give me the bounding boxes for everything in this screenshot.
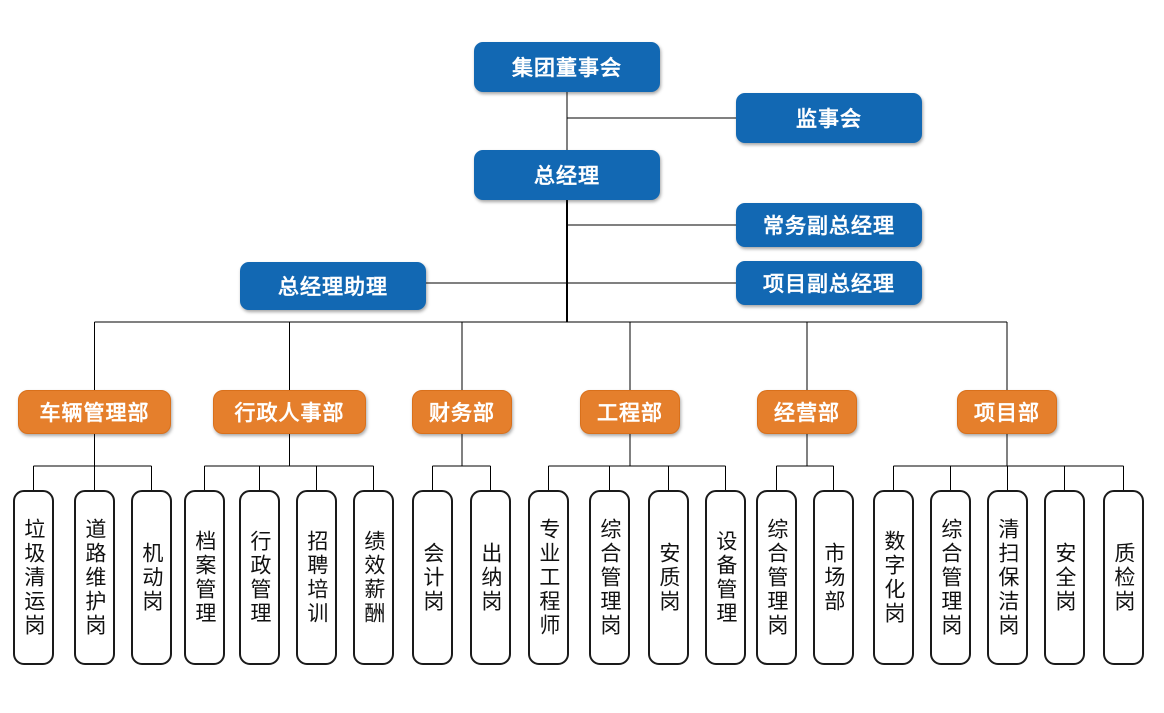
position-node[interactable]: 会计岗 — [412, 490, 453, 665]
exec-node-board[interactable]: 集团董事会 — [474, 42, 660, 92]
department-node-engineering[interactable]: 工程部 — [580, 390, 680, 434]
exec-node-exec_vice_mgr[interactable]: 常务副总经理 — [736, 203, 922, 247]
position-node[interactable]: 机动岗 — [131, 490, 172, 665]
position-node[interactable]: 综合管理岗 — [756, 490, 797, 665]
position-node[interactable]: 档案管理 — [184, 490, 225, 665]
exec-node-general_mgr[interactable]: 总经理 — [474, 150, 660, 200]
position-node[interactable]: 行政管理 — [239, 490, 280, 665]
department-node-finance[interactable]: 财务部 — [412, 390, 512, 434]
position-node[interactable]: 安质岗 — [648, 490, 689, 665]
position-node[interactable]: 垃圾清运岗 — [13, 490, 54, 665]
position-node[interactable]: 数字化岗 — [873, 490, 914, 665]
position-node[interactable]: 清扫保洁岗 — [987, 490, 1028, 665]
department-node-project[interactable]: 项目部 — [957, 390, 1057, 434]
position-node[interactable]: 专业工程师 — [528, 490, 569, 665]
exec-node-proj_vice_mgr[interactable]: 项目副总经理 — [736, 261, 922, 305]
department-node-operations[interactable]: 经营部 — [757, 390, 857, 434]
position-node[interactable]: 综合管理岗 — [930, 490, 971, 665]
department-node-vehicle[interactable]: 车辆管理部 — [18, 390, 171, 434]
department-node-admin_hr[interactable]: 行政人事部 — [213, 390, 366, 434]
position-node[interactable]: 出纳岗 — [470, 490, 511, 665]
position-node[interactable]: 市场部 — [813, 490, 854, 665]
position-node[interactable]: 招聘培训 — [296, 490, 337, 665]
position-node[interactable]: 综合管理岗 — [589, 490, 630, 665]
exec-node-gm_assistant[interactable]: 总经理助理 — [240, 262, 426, 310]
position-node[interactable]: 绩效薪酬 — [353, 490, 394, 665]
exec-node-supervisory[interactable]: 监事会 — [736, 93, 922, 143]
position-node[interactable]: 质检岗 — [1103, 490, 1144, 665]
position-node[interactable]: 道路维护岗 — [74, 490, 115, 665]
position-node[interactable]: 安全岗 — [1044, 490, 1085, 665]
position-node[interactable]: 设备管理 — [705, 490, 746, 665]
